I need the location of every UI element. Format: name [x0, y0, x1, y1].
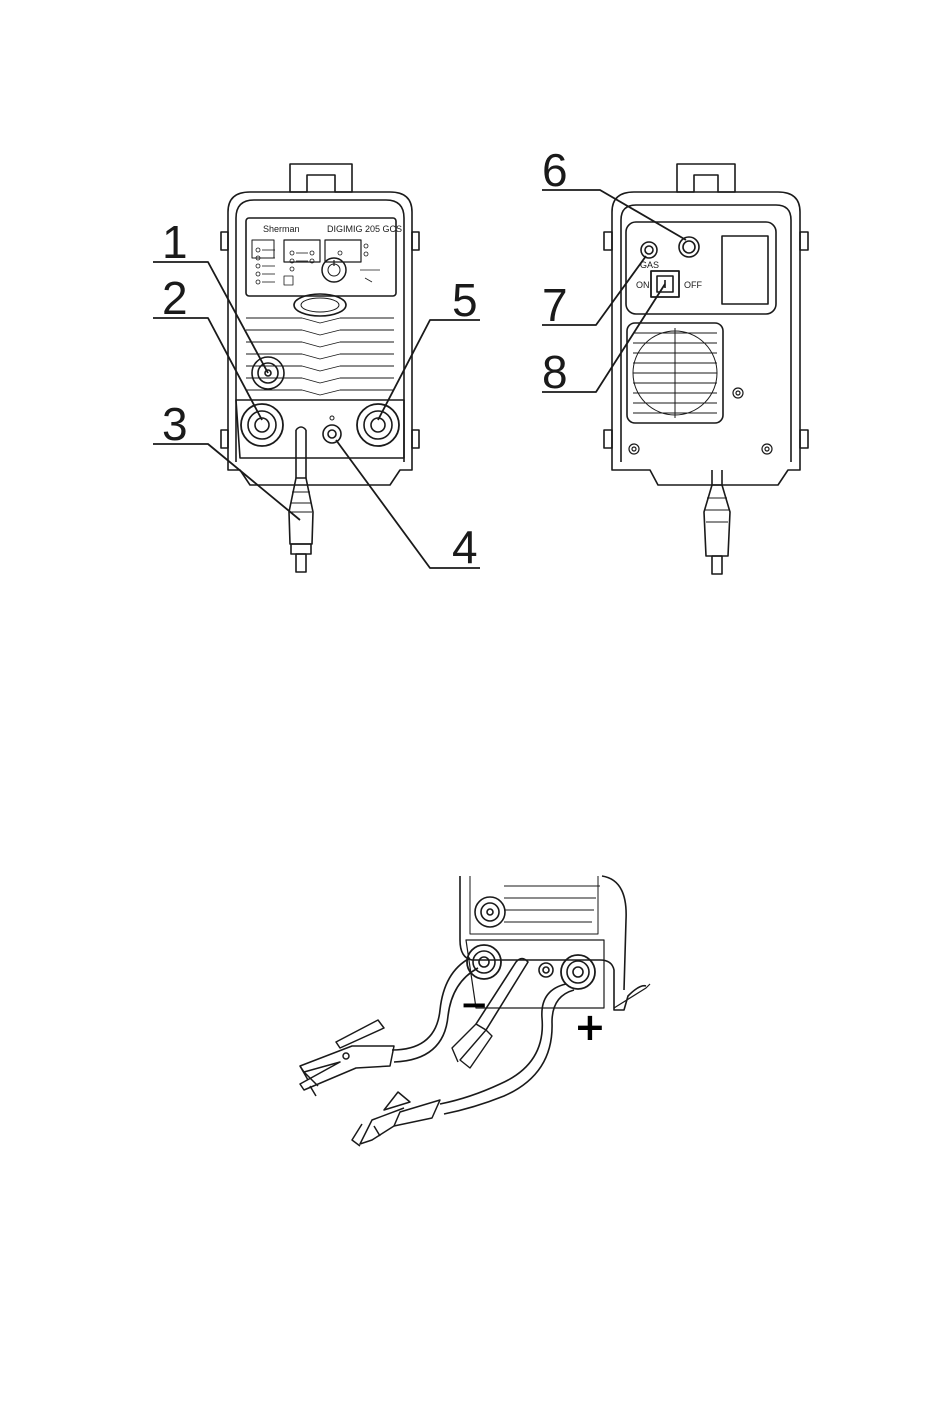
- switch-off-label: OFF: [684, 280, 702, 290]
- fan-grille: [627, 323, 723, 423]
- front-body: [228, 192, 412, 485]
- callout-3: 3: [162, 398, 188, 450]
- front-view: Sherman DIGIMIG 205 GCS: [221, 164, 419, 572]
- fuse-holder: [679, 237, 699, 257]
- front-handle: [290, 164, 352, 192]
- callout-labels: 1 2 3 4 5 6 7 8: [162, 144, 568, 573]
- callout-2: 2: [162, 272, 188, 324]
- connection-view: − +: [300, 876, 650, 1146]
- rear-body: [612, 192, 800, 485]
- front-badge: [294, 294, 346, 316]
- socket-minus: [241, 404, 283, 446]
- rating-plate: [722, 236, 768, 304]
- polarity-cable-connector: [323, 416, 341, 443]
- callout-7: 7: [542, 279, 568, 331]
- rear-handle: [677, 164, 735, 192]
- conn-socket-minus: [467, 945, 501, 979]
- callout-4: 4: [452, 521, 478, 573]
- callout-6: 6: [542, 144, 568, 196]
- gas-inlet: [641, 242, 657, 258]
- polarity-cable: [289, 427, 313, 572]
- minus-sign: −: [460, 985, 489, 1025]
- socket-plus: [357, 404, 399, 446]
- switch-on-label: ON: [636, 280, 650, 290]
- front-brand: Sherman: [263, 224, 300, 234]
- earth-clamp: [300, 1020, 394, 1096]
- conn-euro-socket: [475, 897, 505, 927]
- rear-view: GAS ON OFF: [604, 164, 808, 574]
- electrode-holder: [352, 1092, 440, 1146]
- front-model: DIGIMIG 205 GCS: [327, 224, 402, 234]
- callout-1: 1: [162, 216, 188, 268]
- callout-5: 5: [452, 274, 478, 326]
- front-leaders: [153, 262, 480, 568]
- plus-sign: +: [574, 1005, 606, 1049]
- display-left: [284, 240, 320, 262]
- callout-8: 8: [542, 346, 568, 398]
